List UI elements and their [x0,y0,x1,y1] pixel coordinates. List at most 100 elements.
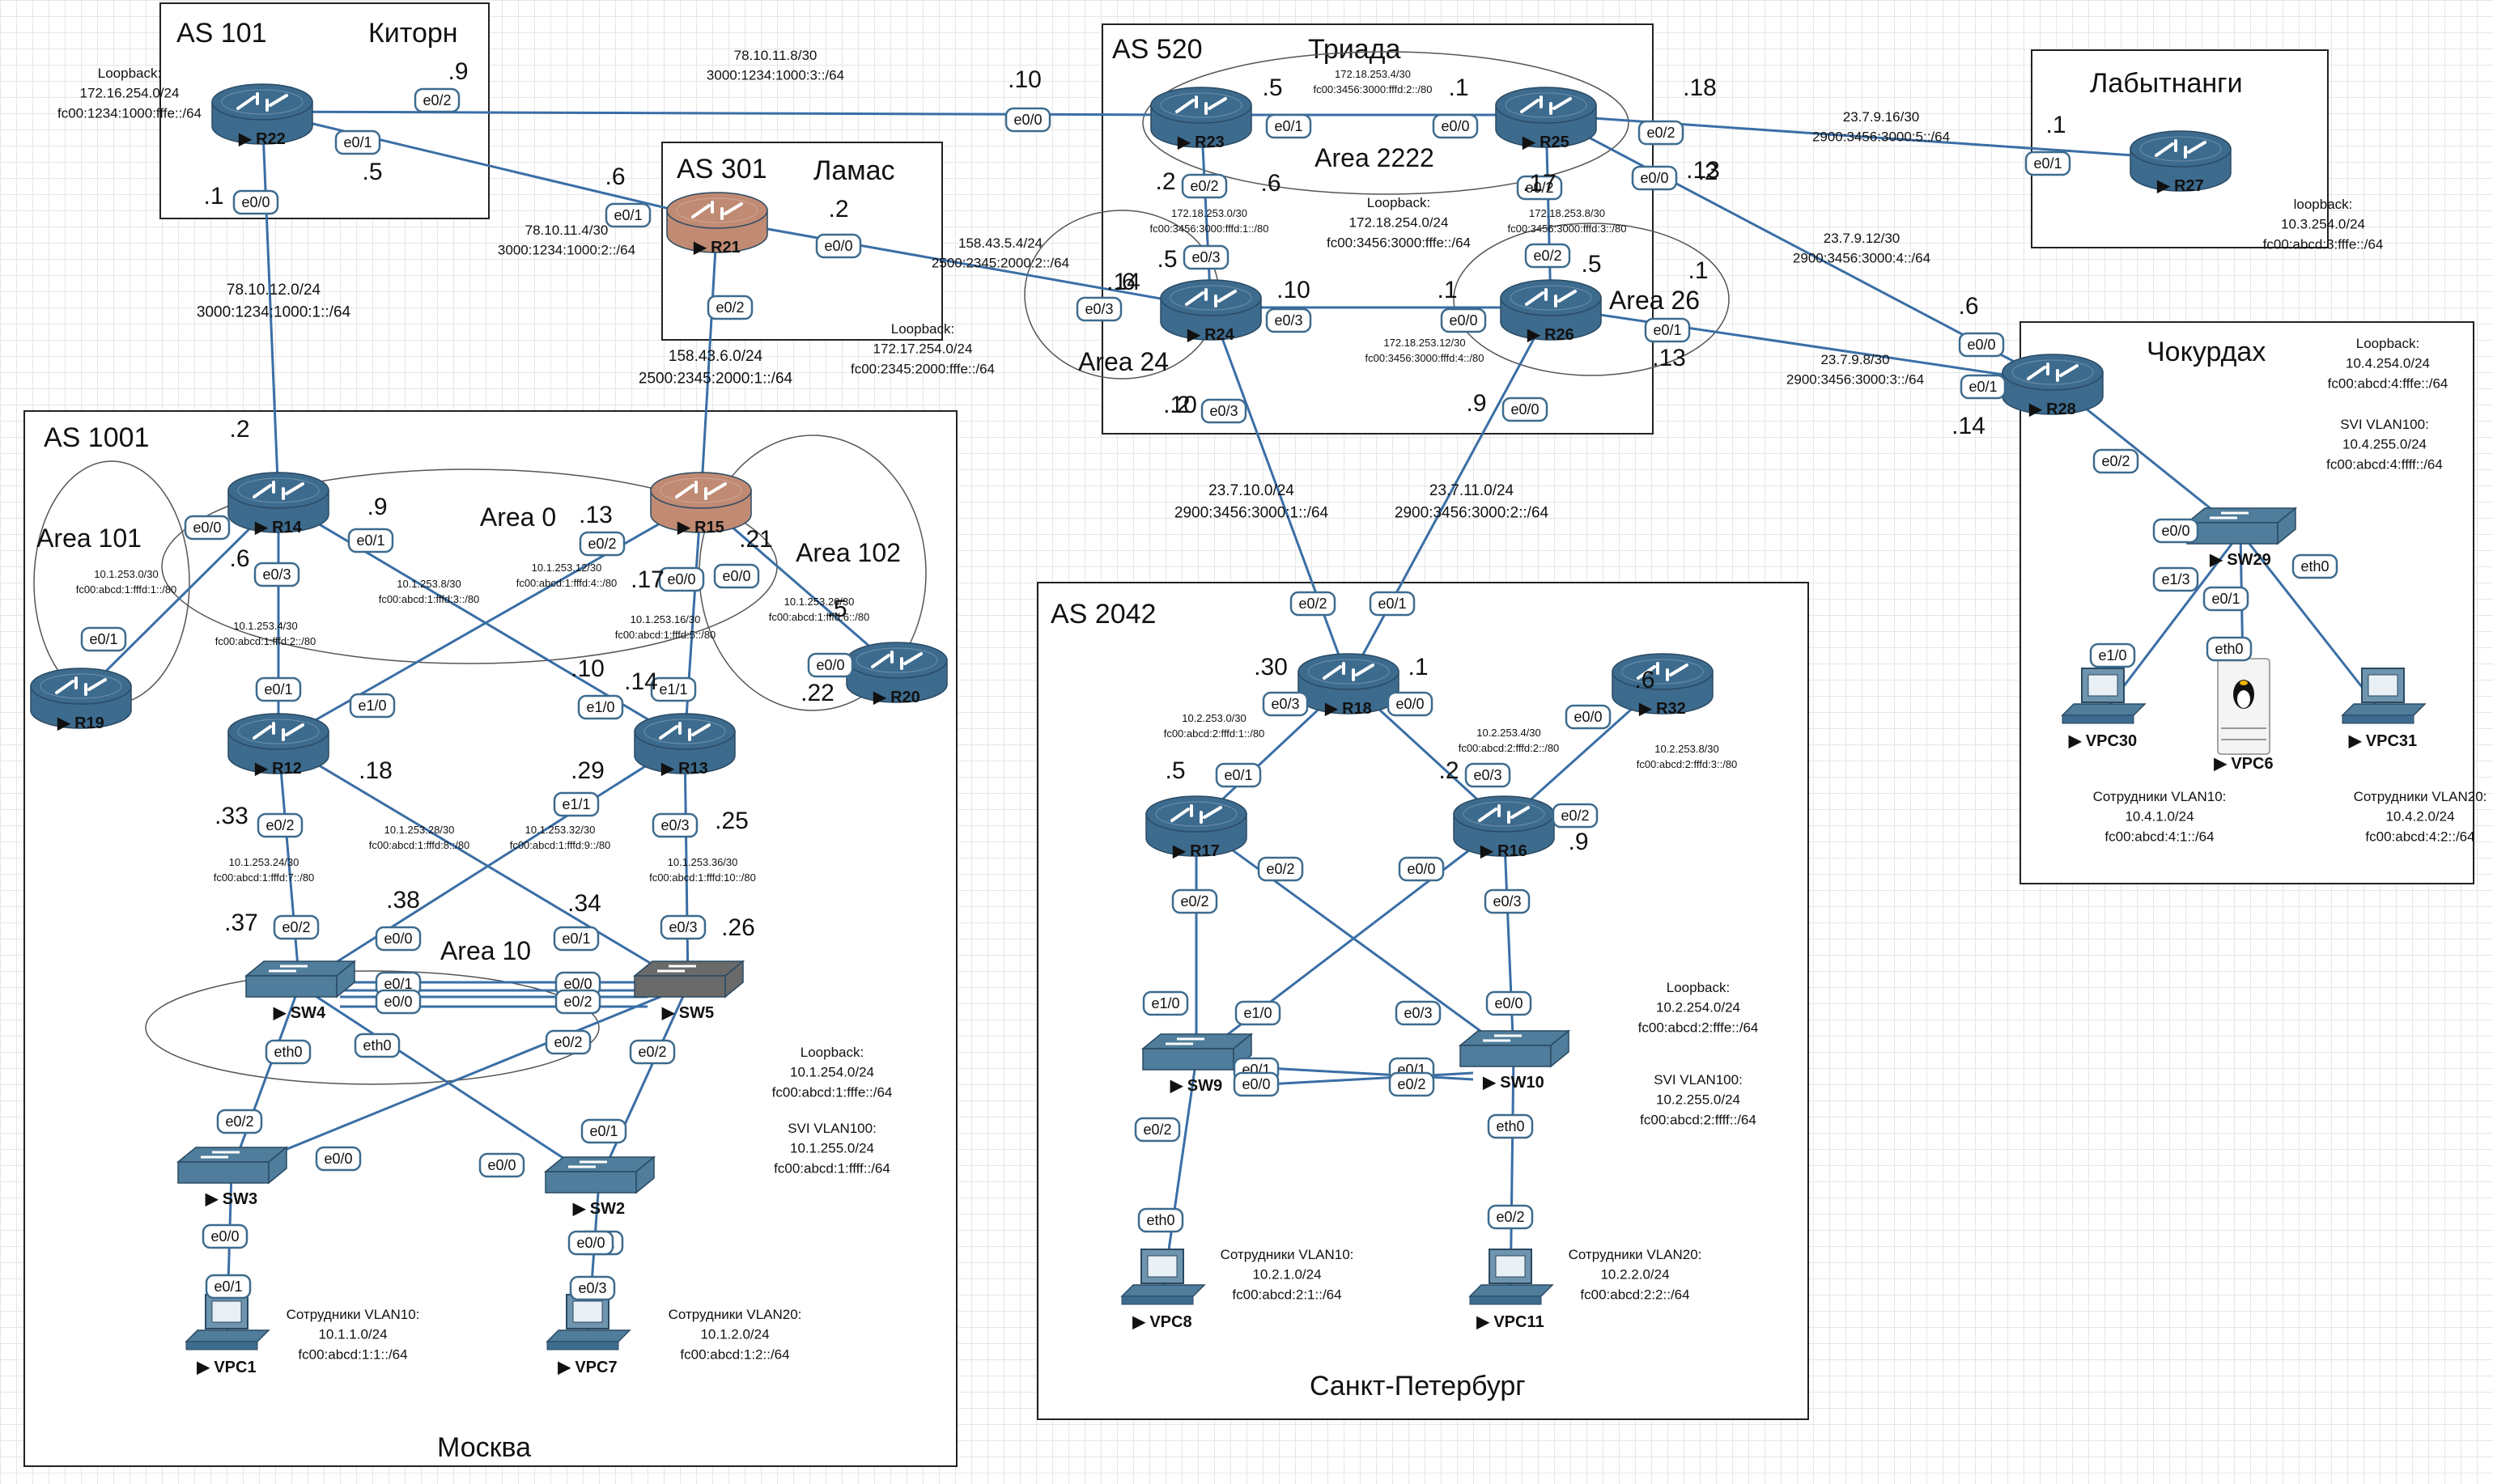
port-badge[interactable]: e0/3 [1484,888,1531,914]
port-badge[interactable]: e0/2 [273,914,320,940]
port-badge[interactable]: e0/1 [205,1274,252,1300]
port-badge[interactable]: e0/1 [80,626,127,652]
port-badge[interactable]: e0/0 [1501,396,1548,422]
device-r23[interactable]: ▶ R23 [1150,87,1252,151]
port-badge[interactable]: e0/2 [1637,120,1684,146]
port-badge[interactable]: e1/0 [2089,642,2136,668]
port-badge[interactable]: e0/1 [553,926,600,952]
port-badge[interactable]: e0/0 [1485,990,1532,1016]
port-badge[interactable]: e0/1 [334,129,381,155]
port-badge[interactable]: e0/3 [1464,762,1511,788]
port-badge[interactable]: e0/2 [1524,243,1571,269]
port-badge[interactable]: e0/1 [347,528,394,553]
port-badge[interactable]: e0/1 [255,676,302,702]
port-badge[interactable]: e0/1 [1369,591,1416,617]
port-badge[interactable]: e0/0 [315,1146,362,1172]
port-badge[interactable]: e0/1 [1265,113,1312,139]
device-sw2[interactable]: ▶ SW2 [543,1155,656,1218]
device-r27[interactable]: ▶ R27 [2130,130,2232,195]
port-badge[interactable]: eth0 [265,1039,312,1065]
port-badge[interactable]: e0/0 [375,989,422,1015]
port-badge[interactable]: e0/2 [545,1029,592,1055]
port-badge[interactable]: e0/0 [1004,107,1051,133]
port-badge[interactable]: e0/0 [478,1152,525,1178]
device-vpc30[interactable]: ▶ VPC30 [2061,668,2147,750]
port-badge[interactable]: e0/2 [1487,1204,1534,1230]
device-vpc31[interactable]: ▶ VPC31 [2341,668,2427,750]
port-badge[interactable]: e0/0 [1398,856,1445,882]
port-badge[interactable]: e0/3 [1183,244,1230,270]
port-badge[interactable]: e0/2 [1171,888,1218,914]
port-badge[interactable]: e0/3 [1200,398,1247,424]
port-badge[interactable]: e0/2 [1552,803,1599,829]
port-badge[interactable]: e0/3 [569,1275,616,1301]
port-badge[interactable]: e0/2 [1516,175,1563,201]
device-sw5[interactable]: ▶ SW5 [632,960,745,1022]
port-badge[interactable]: e0/1 [2202,586,2249,612]
port-badge[interactable]: e0/0 [658,566,705,592]
device-r12[interactable]: ▶ R12 [227,713,329,778]
port-badge[interactable]: e1/0 [1234,1000,1281,1026]
port-badge[interactable]: e0/2 [554,989,601,1015]
port-badge[interactable]: e0/3 [652,812,699,838]
port-badge[interactable]: e0/3 [1265,307,1312,333]
port-badge[interactable]: e0/0 [1958,332,2005,358]
port-badge[interactable]: e0/2 [257,812,304,838]
port-badge[interactable]: e1/3 [2152,566,2199,592]
device-vpc1[interactable]: ▶ VPC1 [185,1294,270,1376]
device-r22[interactable]: ▶ R22 [211,83,313,148]
device-r14[interactable]: ▶ R14 [227,472,329,536]
port-badge[interactable]: e1/0 [1142,990,1189,1016]
device-r16[interactable]: ▶ R16 [1453,795,1555,860]
device-r19[interactable]: ▶ R19 [30,668,132,732]
port-badge[interactable]: e0/1 [1215,762,1262,788]
port-badge[interactable]: e0/0 [1631,165,1678,191]
device-sw10[interactable]: ▶ SW10 [1458,1029,1571,1092]
device-r20[interactable]: ▶ R20 [846,642,948,706]
port-badge[interactable]: eth0 [2291,553,2338,579]
port-badge[interactable]: e0/1 [605,202,652,228]
device-r15[interactable]: ▶ R15 [650,472,752,536]
device-vpc6[interactable]: ▶ VPC6 [2213,658,2274,773]
port-badge[interactable]: e0/0 [375,926,422,952]
port-badge[interactable]: e0/2 [1134,1117,1181,1143]
port-badge[interactable]: eth0 [354,1032,401,1058]
port-badge[interactable]: e0/0 [202,1223,248,1249]
port-badge[interactable]: e0/3 [253,562,300,587]
port-badge[interactable]: e0/0 [713,563,760,589]
port-badge[interactable]: eth0 [1487,1113,1534,1139]
device-r28[interactable]: ▶ R28 [2002,354,2104,418]
port-badge[interactable]: e0/2 [629,1039,676,1065]
port-badge[interactable]: e0/1 [2024,151,2071,176]
port-badge[interactable]: e1/1 [650,676,697,702]
port-badge[interactable]: e0/0 [1432,113,1479,139]
port-badge[interactable]: e0/2 [2092,448,2139,474]
port-badge[interactable]: e0/3 [660,914,707,940]
port-badge[interactable]: e0/2 [216,1109,263,1134]
device-r24[interactable]: ▶ R24 [1160,279,1262,344]
port-badge[interactable]: e0/0 [567,1230,614,1256]
port-badge[interactable]: e0/3 [1395,1000,1442,1026]
device-r32[interactable]: ▶ R32 [1612,653,1714,718]
port-badge[interactable]: eth0 [1137,1207,1184,1233]
port-badge[interactable]: e0/1 [1960,374,2007,400]
port-badge[interactable]: e0/3 [1076,296,1123,322]
device-r18[interactable]: ▶ R18 [1297,653,1399,718]
port-badge[interactable]: e0/0 [1233,1071,1280,1097]
device-sw9[interactable]: ▶ SW9 [1140,1032,1254,1095]
device-vpc8[interactable]: ▶ VPC8 [1120,1249,1206,1331]
port-badge[interactable]: e0/2 [1388,1071,1435,1097]
port-badge[interactable]: e0/2 [1257,856,1304,882]
device-sw3[interactable]: ▶ SW3 [176,1146,289,1208]
port-badge[interactable]: e1/0 [577,694,624,720]
port-badge[interactable]: e0/0 [184,515,231,541]
port-badge[interactable]: eth0 [2206,636,2253,662]
port-badge[interactable]: e0/0 [815,233,862,259]
port-badge[interactable]: e0/0 [1565,704,1612,730]
port-badge[interactable]: e0/0 [807,652,854,678]
port-badge[interactable]: e0/2 [579,531,626,557]
port-badge[interactable]: e0/0 [1440,307,1487,333]
device-r25[interactable]: ▶ R25 [1495,87,1597,151]
device-r26[interactable]: ▶ R26 [1500,279,1602,344]
port-badge[interactable]: e1/0 [349,693,396,719]
